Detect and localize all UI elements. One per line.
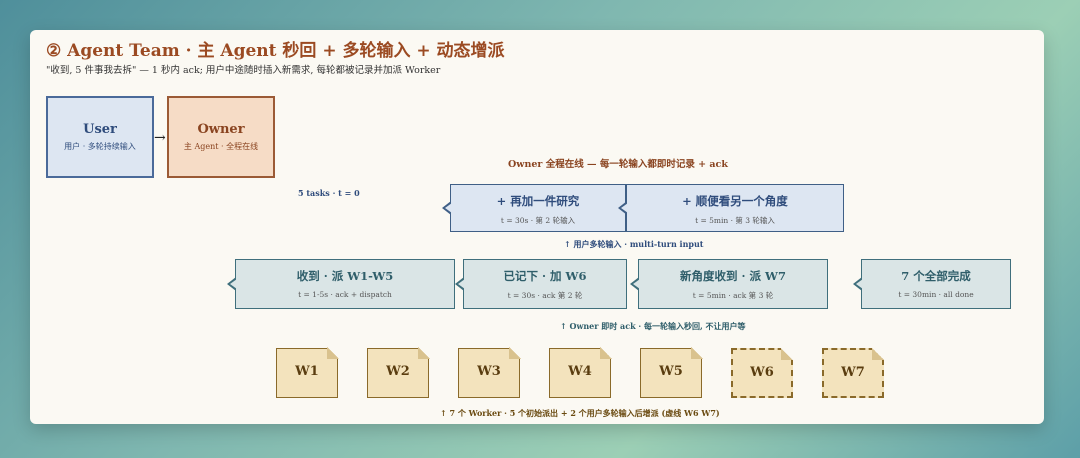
worker-label: W1	[295, 364, 319, 379]
worker-card-w5: W5	[640, 347, 703, 398]
page-fold-icon	[872, 348, 884, 360]
user-input-bubble: + 顺便看另一个角度 t = 5min · 第 3 轮输入	[618, 184, 844, 232]
worker-label: W6	[750, 365, 774, 380]
worker-label: W7	[841, 365, 865, 380]
worker-card-w6: W6	[731, 348, 793, 398]
page-fold-icon	[691, 347, 703, 359]
worker-label: W4	[568, 364, 592, 379]
worker-label: W3	[477, 364, 501, 379]
diagram-card: ② Agent Team · 主 Agent 秒回 + 多轮输入 + 动态增派 …	[30, 30, 1044, 424]
workers-caption: ↑ 7 个 Worker · 5 个初始派出 + 2 个用户多轮输入后增派 (虚…	[440, 408, 720, 418]
page-subtitle: "收到, 5 件事我去拆" — 1 秒内 ack; 用户中途随时插入新需求, 每…	[46, 65, 441, 76]
owner-ack-sub: t = 1-5s · ack + dispatch	[298, 290, 392, 299]
user-input-sub: t = 30s · 第 2 轮输入	[500, 216, 576, 225]
user-input-label: + 顺便看另一个角度	[682, 194, 788, 208]
page-fold-icon	[600, 347, 612, 359]
worker-label: W5	[659, 364, 683, 379]
owner-ack-label: 7 个全部完成	[901, 269, 971, 283]
owner-ack-sub: t = 30s · ack 第 2 轮	[507, 291, 583, 300]
worker-card-w3: W3	[458, 347, 521, 398]
user-input-bubble: + 再加一件研究 t = 30s · 第 2 轮输入	[442, 184, 626, 232]
page-fold-icon	[781, 348, 793, 360]
page-fold-icon	[418, 347, 430, 359]
owner-node-label: Owner	[197, 122, 245, 137]
owner-ack-label: 收到 · 派 W1-W5	[296, 269, 394, 283]
page-title: ② Agent Team · 主 Agent 秒回 + 多轮输入 + 动态增派	[46, 41, 505, 61]
user-input-sub: t = 5min · 第 3 轮输入	[695, 216, 775, 225]
user-node-sub: 用户 · 多轮持续输入	[64, 142, 136, 151]
user-input-label: + 再加一件研究	[496, 194, 580, 208]
worker-card-w1: W1	[276, 347, 339, 398]
owner-ack-bubble: 收到 · 派 W1-W5 t = 1-5s · ack + dispatch	[227, 259, 455, 309]
worker-card-w2: W2	[367, 347, 430, 398]
user-node: User 用户 · 多轮持续输入	[46, 96, 154, 178]
user-node-label: User	[83, 122, 117, 137]
owner-online-heading: Owner 全程在线 — 每一轮输入都即时记录 + ack	[508, 159, 728, 170]
worker-label: W2	[386, 364, 410, 379]
owner-ack-bubble: 新角度收到 · 派 W7 t = 5min · ack 第 3 轮	[630, 259, 828, 309]
user-inputs-caption: ↑ 用户多轮输入 · multi-turn input	[564, 239, 704, 249]
owner-ack-label: 已记下 · 加 W6	[503, 269, 587, 283]
tasks-label: 5 tasks · t = 0	[298, 188, 360, 198]
owner-node: Owner 主 Agent · 全程在线	[167, 96, 275, 178]
owner-ack-sub: t = 5min · ack 第 3 轮	[692, 291, 774, 300]
page-fold-icon	[327, 347, 339, 359]
owner-acks-caption: ↑ Owner 即时 ack · 每一轮输入秒回, 不让用户等	[560, 321, 746, 331]
worker-card-w4: W4	[549, 347, 612, 398]
worker-card-w7: W7	[822, 348, 884, 398]
page-fold-icon	[509, 347, 521, 359]
owner-ack-bubble: 7 个全部完成 t = 30min · all done	[853, 259, 1011, 309]
owner-node-sub: 主 Agent · 全程在线	[183, 142, 259, 151]
owner-ack-sub: t = 30min · all done	[898, 290, 974, 299]
owner-ack-bubble: 已记下 · 加 W6 t = 30s · ack 第 2 轮	[455, 259, 627, 309]
user-to-owner-arrow-icon: →	[154, 130, 166, 146]
owner-ack-label: 新角度收到 · 派 W7	[680, 269, 786, 283]
